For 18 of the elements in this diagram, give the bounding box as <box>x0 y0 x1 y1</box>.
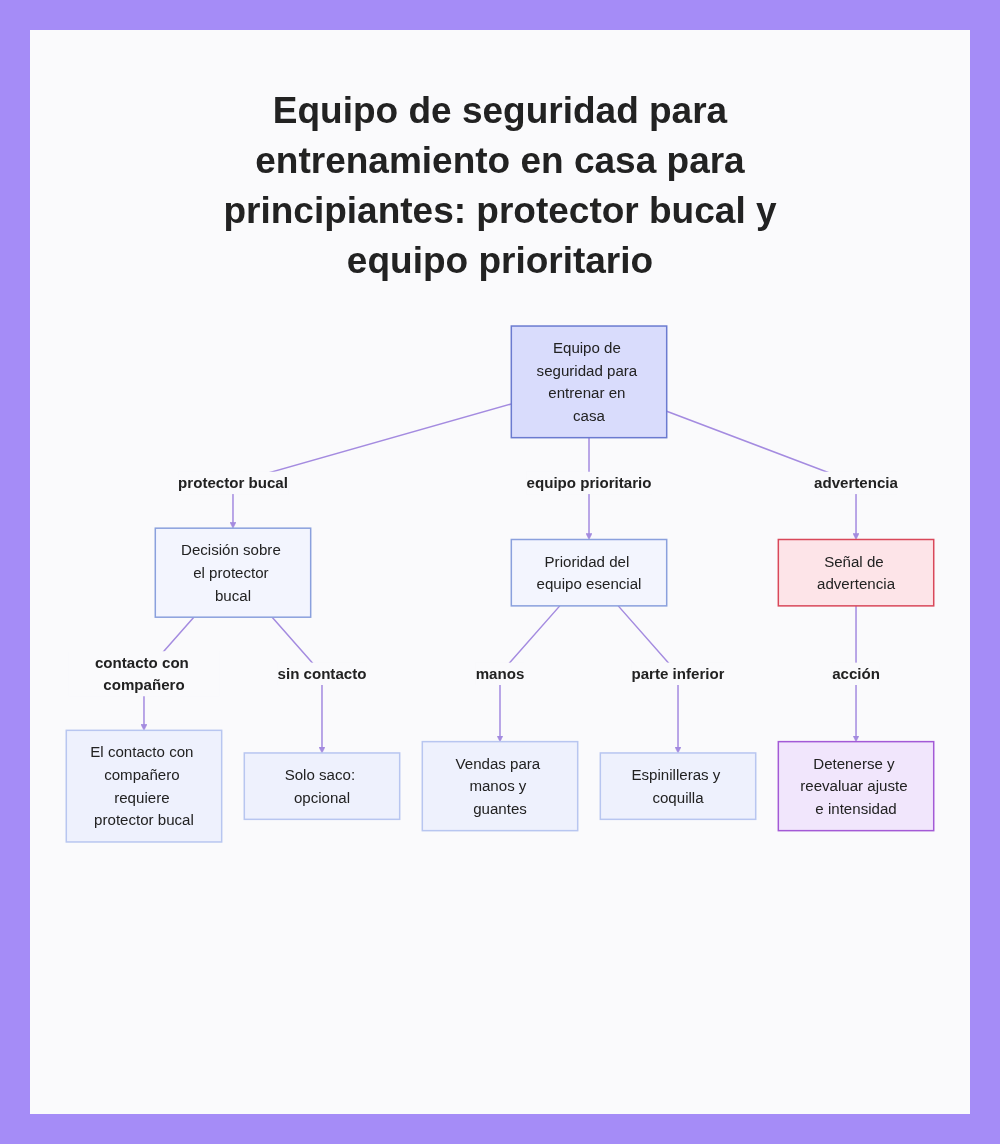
node-box: Prioridad del equipo esencial <box>510 538 668 607</box>
node-box: Detenerse y reevaluar ajuste e intensidad <box>777 740 935 832</box>
edge-label: contacto con compañero <box>94 654 189 694</box>
edge-label: advertencia <box>814 474 898 492</box>
edge-label: protector bucal <box>178 474 288 492</box>
node-box: Espinilleras y coquilla <box>599 752 757 821</box>
edge-label: manos <box>475 665 525 683</box>
diagram-title: Equipo de seguridad para entrenamiento en casa para principiantes: protector bucal y equipo prioritario <box>222 89 778 283</box>
node-box: Vendas para manos y guantes <box>421 740 579 832</box>
edge-label: equipo prioritario <box>526 474 652 492</box>
node-box: Equipo de seguridad para entrenar en casa <box>510 325 668 439</box>
edge-label: parte inferior <box>631 665 725 683</box>
edge-label: sin contacto <box>277 665 367 683</box>
node-box: Decisión sobre el protector bucal <box>154 527 312 618</box>
node-box: El contacto con compañero requiere protector bucal <box>65 729 223 843</box>
node-box: Solo saco: opcional <box>243 752 401 821</box>
edge-label: acción <box>832 665 880 683</box>
node-box: Señal de advertencia <box>777 538 935 607</box>
